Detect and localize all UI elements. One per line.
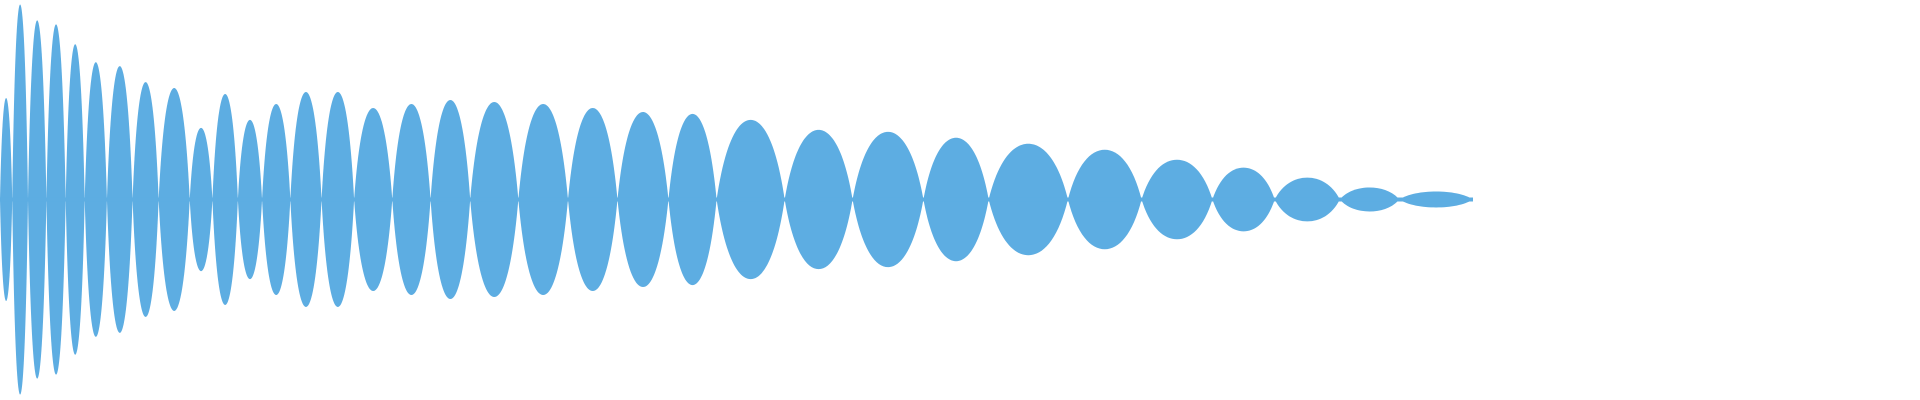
waveform-baseline: [0, 197, 1473, 202]
